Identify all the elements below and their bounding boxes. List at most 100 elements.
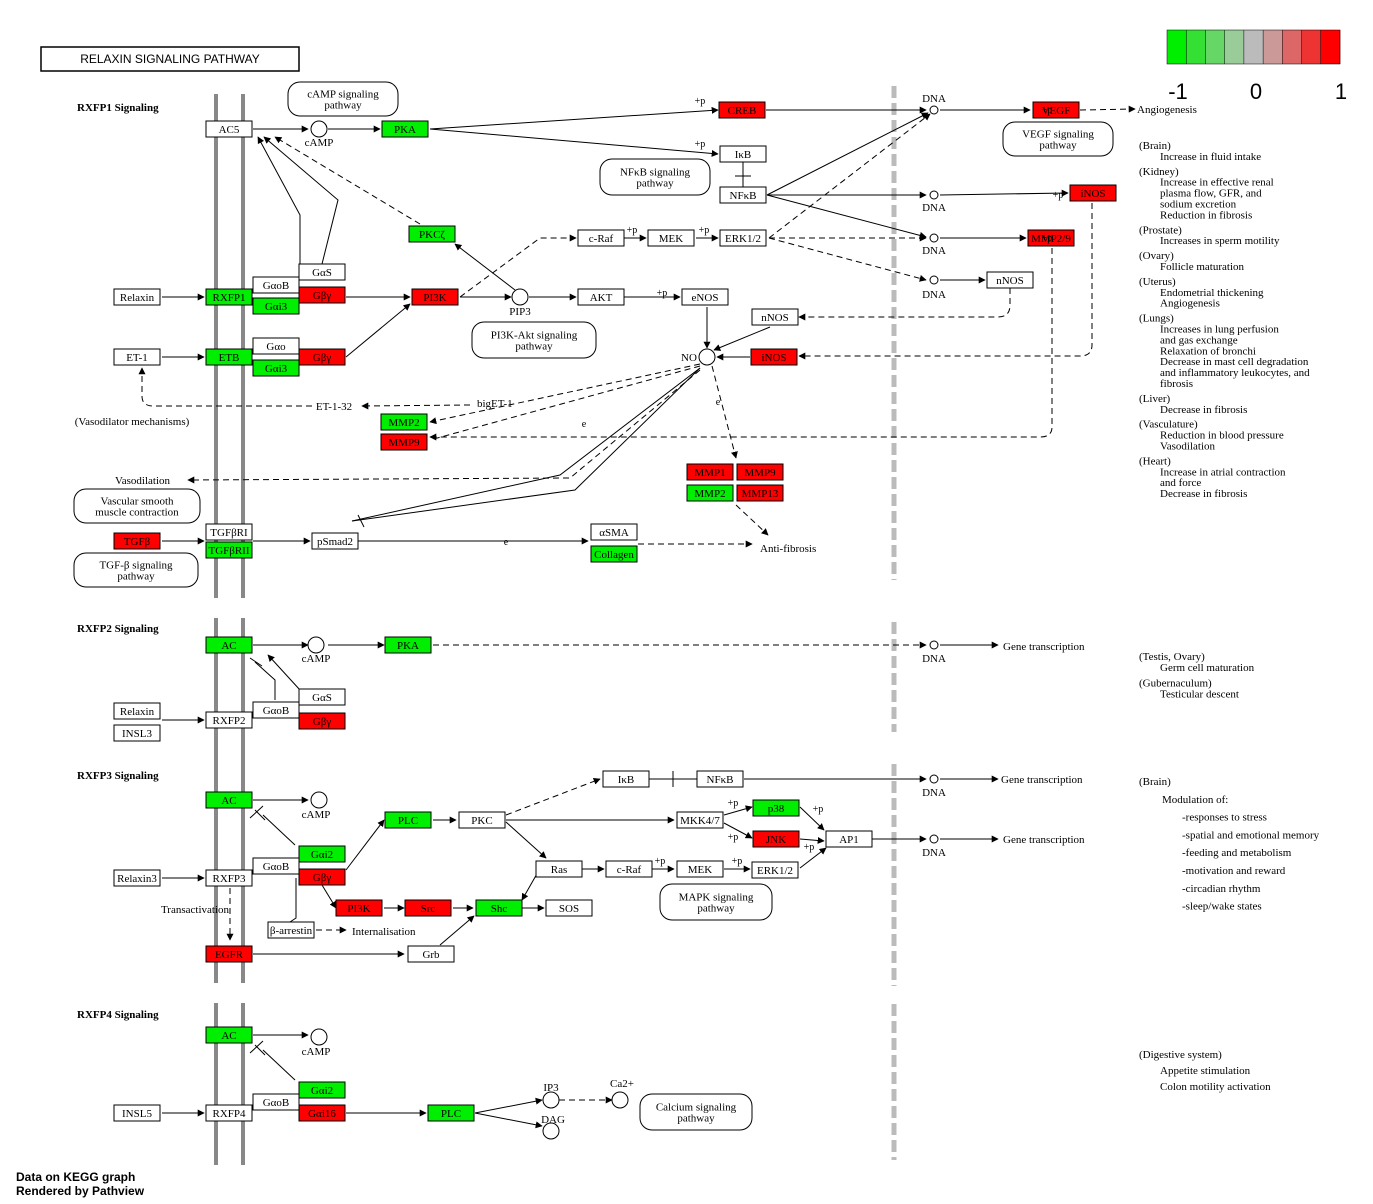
gene-enos-20[interactable]: eNOS (681, 288, 729, 306)
gene-i-b-50[interactable]: IκB (602, 770, 650, 788)
gene-g-ob-14[interactable]: GαoB (252, 276, 300, 294)
gene-shc-69[interactable]: Shc (475, 899, 523, 917)
gene-mmp9-32[interactable]: MMP9 (736, 463, 784, 481)
gene-g-s-15[interactable]: GαS (298, 263, 346, 281)
gene-rxfp4-79[interactable]: RXFP4 (205, 1104, 253, 1122)
compound-camp-0[interactable]: cAMP (305, 120, 334, 149)
gene-psmad2-38[interactable]: pSmad2 (311, 532, 359, 550)
gene-creb-2[interactable]: CREB (718, 101, 766, 119)
compound-camp-5[interactable]: cAMP (302, 1028, 331, 1058)
compound-dna-14[interactable]: DNA (922, 774, 946, 799)
compound-dna-12[interactable]: DNA (922, 275, 946, 301)
gene-g-i2-58[interactable]: Gαi2 (298, 845, 346, 863)
gene-ac-49[interactable]: AC (205, 791, 253, 809)
gene-sos-70[interactable]: SOS (545, 899, 593, 917)
gene-inos-6[interactable]: iNOS (1069, 184, 1117, 202)
gene-mek-63[interactable]: MEK (676, 860, 724, 878)
gene-g-i3-27[interactable]: Gαi3 (252, 359, 300, 377)
gene-nnos-22[interactable]: nNOS (986, 271, 1034, 289)
compound-dna-15[interactable]: DNA (922, 834, 946, 859)
gene-g-ob-44[interactable]: GαoB (252, 701, 300, 719)
gene-ras-61[interactable]: Ras (535, 860, 583, 878)
gene-tgf-ri-36[interactable]: TGFβRI (205, 523, 253, 541)
compound-camp-3[interactable]: cAMP (302, 636, 331, 665)
gene-egfr-72[interactable]: EGFR (205, 945, 253, 963)
gene-rxfp3-66[interactable]: RXFP3 (205, 869, 253, 887)
gene-nf-b-51[interactable]: NFκB (696, 770, 744, 788)
gene-tgf-rii-37[interactable]: TGFβRII (205, 541, 253, 559)
gene-g-60[interactable]: Gβγ (298, 868, 346, 886)
compound-pip3-1[interactable]: PIP3 (509, 288, 531, 318)
gene-collagen-40[interactable]: Collagen (590, 545, 638, 563)
gene-g-ob-76[interactable]: GαoB (252, 1093, 300, 1111)
compound-dna-11[interactable]: DNA (922, 233, 946, 257)
gene-relaxin-46[interactable]: Relaxin (113, 702, 161, 720)
gene-mmp13-34[interactable]: MMP13 (736, 484, 784, 502)
gene-mmp1-31[interactable]: MMP1 (686, 463, 734, 481)
gene-ac-74[interactable]: AC (205, 1026, 253, 1044)
gene-p38-55[interactable]: p38 (752, 799, 800, 817)
gene-g-ob-59[interactable]: GαoB (252, 857, 300, 875)
gene-mmp9-30[interactable]: MMP9 (380, 433, 428, 451)
gene-sma-39[interactable]: αSMA (590, 523, 638, 541)
gene-pi3k-67[interactable]: PI3K (335, 899, 383, 917)
gene-mmp2-29[interactable]: MMP2 (380, 413, 428, 431)
gene-grb-73[interactable]: Grb (407, 945, 455, 963)
gene-pka-1[interactable]: PKA (381, 120, 429, 138)
compound-dna-10[interactable]: DNA (922, 190, 946, 214)
gene-ap1-57[interactable]: AP1 (825, 830, 873, 848)
gene-g-o-25[interactable]: Gαo (252, 337, 300, 355)
gene-rxfp2-48[interactable]: RXFP2 (205, 711, 253, 729)
gene-tgf-35[interactable]: TGFβ (113, 532, 161, 550)
gene-mek-9[interactable]: MEK (647, 229, 695, 247)
gene-mmp2-9-11[interactable]: MMP2/9 (1027, 229, 1075, 247)
gene-pka-42[interactable]: PKA (384, 636, 432, 654)
gene-jnk-56[interactable]: JNK (752, 830, 800, 848)
gene-erk1-2-64[interactable]: ERK1/2 (751, 861, 799, 879)
gene-relaxin3-65[interactable]: Relaxin3 (113, 869, 161, 887)
gene-insl3-47[interactable]: INSL3 (113, 724, 161, 742)
gene-c-raf-8[interactable]: c-Raf (577, 229, 625, 247)
gene-mkk4-7-54[interactable]: MKK4/7 (676, 811, 724, 829)
gene-nnos-21[interactable]: nNOS (751, 308, 799, 326)
gene-arrestin-71[interactable]: β-arrestin (267, 921, 315, 939)
gene-g-i2-75[interactable]: Gαi2 (298, 1081, 346, 1099)
compound-camp-4[interactable]: cAMP (302, 791, 331, 821)
gene-src-68[interactable]: Src (404, 899, 452, 917)
gene-g-16[interactable]: Gβγ (298, 286, 346, 304)
gene-g-i16-77[interactable]: Gαi16 (298, 1104, 346, 1122)
gene-akt-19[interactable]: AKT (577, 288, 625, 306)
gene-mmp2-33[interactable]: MMP2 (686, 484, 734, 502)
gene-g-45[interactable]: Gβγ (298, 712, 346, 730)
compound-dna-9[interactable]: DNA (922, 93, 946, 115)
gene-pkc-53[interactable]: PKC (458, 811, 506, 829)
gene-erk1-2-10[interactable]: ERK1/2 (719, 229, 767, 247)
gene-nf-b-5[interactable]: NFκB (719, 186, 767, 204)
gene-etb-24[interactable]: ETB (205, 348, 253, 366)
gene-plc-80[interactable]: PLC (427, 1104, 475, 1122)
gene-relaxin-12[interactable]: Relaxin (113, 288, 161, 306)
gene-rxfp1-13[interactable]: RXFP1 (205, 288, 253, 306)
compound-ca2-8[interactable]: Ca2+ (610, 1078, 634, 1109)
gene-inos-28[interactable]: iNOS (750, 348, 798, 366)
gene-g-26[interactable]: Gβγ (298, 348, 346, 366)
gene-g-s-43[interactable]: GαS (298, 688, 346, 706)
compound-ip3-6[interactable]: IP3 (542, 1082, 560, 1109)
compound-dag-7[interactable]: DAG (541, 1114, 565, 1140)
compound-dna-13[interactable]: DNA (922, 640, 946, 665)
gene-pkc-7[interactable]: PKCζ (408, 225, 456, 243)
gene-plc-52[interactable]: PLC (384, 811, 432, 829)
compound-no-2[interactable]: NO (681, 348, 716, 366)
gene-insl5-78[interactable]: INSL5 (113, 1104, 161, 1122)
gene-i-b-4[interactable]: IκB (719, 145, 767, 163)
gene-ac-41[interactable]: AC (205, 636, 253, 654)
gene-c-raf-62[interactable]: c-Raf (605, 860, 653, 878)
